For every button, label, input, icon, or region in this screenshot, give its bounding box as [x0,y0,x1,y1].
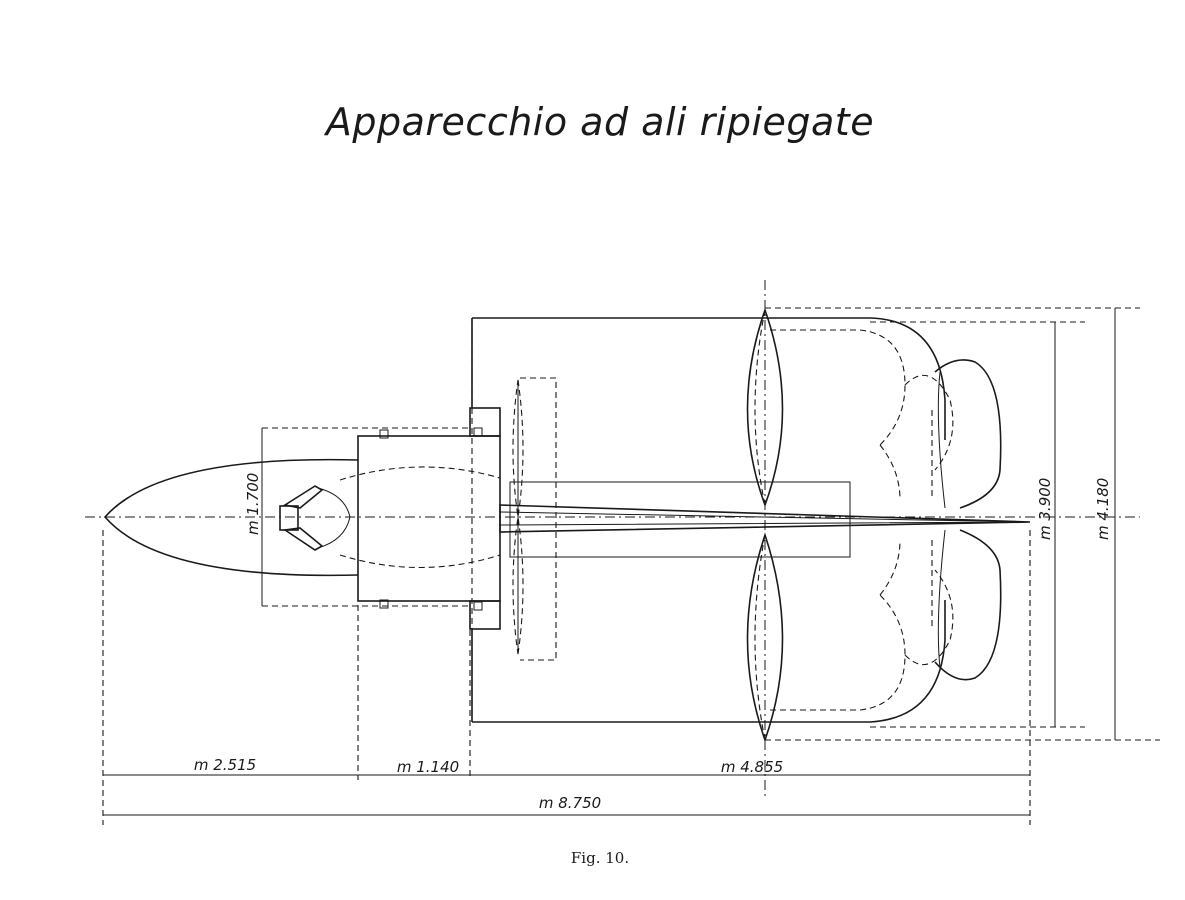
drawing-title: Apparecchio ad ali ripiegate [323,100,874,144]
nose-nacelle [103,427,470,607]
length-dimension-lines [102,530,1031,825]
forward-propeller [512,377,557,661]
nacelle-width-label: m 1.700 [244,473,262,535]
main-propeller [746,307,784,743]
nose-section-label: m 2.515 [194,756,256,774]
folded-wing-outline [471,317,946,723]
width-dimension-lines [765,307,1160,741]
figure-caption: Fig. 10. [571,849,629,867]
rear-section-label: m 4.855 [721,758,783,776]
tail-surfaces [931,359,1002,681]
outer-width-label: m 4.180 [1094,478,1112,540]
upper-wing-panels [770,329,954,711]
total-length-label: m 8.750 [539,794,601,812]
engine-block [339,407,501,630]
inner-width-label: m 3.900 [1036,478,1054,540]
middle-section-label: m 1.140 [397,758,459,776]
